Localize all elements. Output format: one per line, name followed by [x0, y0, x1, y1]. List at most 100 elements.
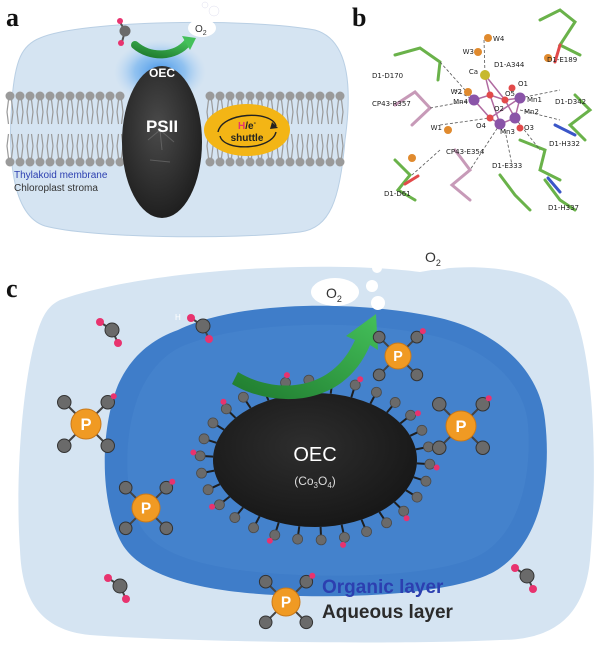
surface-ligand — [405, 489, 423, 503]
water-extra — [544, 54, 552, 62]
shuttle-cycle-arrow — [217, 114, 277, 148]
surface-ligand — [416, 458, 440, 471]
surface-ligand — [399, 409, 421, 425]
structure-label: D1-E333 — [492, 162, 522, 170]
o2-label-top: O2 — [425, 249, 441, 268]
phosphorus-label: P — [141, 501, 151, 518]
o-atom — [486, 91, 494, 99]
phosphate-molecule: P — [432, 395, 492, 455]
surface-ligand — [413, 475, 432, 487]
surface-ligand — [360, 519, 372, 538]
green-arrow-c — [232, 314, 378, 400]
o-atom — [501, 96, 509, 104]
structure-label: CP43-R357 — [372, 100, 411, 108]
structure-label: O4 — [476, 122, 487, 130]
lipid-molecule — [85, 91, 95, 167]
structure-label: D1-A344 — [494, 61, 525, 69]
oec-surface-ligands — [190, 372, 440, 548]
lipid-molecule — [325, 91, 335, 167]
structure-label: W2 — [451, 88, 462, 96]
surface-ligand — [190, 449, 214, 462]
hydrogen-label: H — [175, 313, 181, 322]
o2-bubble-c — [311, 278, 359, 306]
structure-label: Mn3 — [500, 128, 515, 136]
water-w2 — [464, 88, 472, 96]
lipid-molecule — [115, 91, 125, 167]
surface-ligand — [378, 511, 392, 529]
lipid-molecule — [305, 91, 315, 167]
structure-label: O3 — [524, 124, 534, 132]
surface-ligand — [369, 386, 382, 405]
water-molecule — [117, 18, 131, 46]
surface-ligand — [266, 522, 281, 544]
structure-label: O2 — [494, 105, 504, 113]
surface-ligand — [315, 526, 327, 546]
lipid-molecule — [65, 91, 75, 167]
lipid-molecule — [75, 91, 85, 167]
water-w3 — [474, 48, 482, 56]
oec-particle — [213, 393, 417, 527]
protein-sticks — [393, 8, 593, 212]
lipid-molecule — [295, 91, 305, 167]
surface-ligand — [202, 483, 221, 496]
mn4-atom — [468, 94, 480, 106]
structure-label: D1-H332 — [549, 140, 580, 148]
surface-ligand — [229, 506, 244, 523]
ca-atom — [480, 70, 490, 80]
surface-ligand — [409, 424, 428, 437]
lipid-molecule — [285, 91, 295, 167]
structure-label: O1 — [518, 80, 528, 88]
surface-ligand — [209, 495, 231, 511]
structure-label: W1 — [431, 124, 442, 132]
water-molecule — [104, 574, 130, 603]
o2-bubble-top — [412, 242, 460, 270]
lipid-molecule — [25, 91, 35, 167]
o-atom — [486, 114, 494, 122]
phosphorus-label: P — [80, 416, 91, 434]
bubble — [407, 239, 417, 249]
panel-b-letter: b — [352, 3, 366, 32]
psii-complex — [122, 66, 202, 218]
bubble — [208, 5, 220, 17]
surface-ligand — [349, 376, 364, 398]
panel-c-letter: c — [6, 274, 18, 303]
water-molecule — [511, 564, 537, 593]
structure-label: Mn2 — [524, 108, 539, 116]
phosphate-molecule: P — [372, 328, 426, 382]
organic-layer-label: Organic layer — [322, 577, 444, 598]
structure-label: W4 — [493, 35, 505, 43]
bubble — [366, 280, 378, 292]
panel-b: b — [352, 3, 593, 212]
psii-label: PSII — [146, 117, 178, 136]
surface-ligand — [196, 467, 215, 479]
water-molecule — [96, 318, 122, 347]
lipid-molecule — [95, 91, 105, 167]
structure-label: D1-D170 — [372, 72, 403, 80]
lipid-molecule — [55, 91, 65, 167]
surface-ligand — [238, 391, 252, 409]
phosphorus-label: P — [455, 418, 466, 436]
surface-ligand — [207, 417, 225, 431]
bubble — [372, 263, 382, 273]
o2-label-c: O2 — [326, 285, 342, 304]
aqueous-layer-label: Aqueous layer — [322, 602, 454, 623]
o2-bubble-a — [188, 19, 216, 37]
surface-ligand — [220, 398, 237, 419]
h-bond-dashes — [411, 39, 561, 176]
surface-ligand — [386, 397, 401, 414]
green-arrow-a-head — [182, 36, 196, 50]
mn1-atom — [514, 92, 526, 104]
structure-label: Mn4 — [453, 98, 468, 106]
lipid-molecule — [45, 91, 55, 167]
lipid-molecule — [105, 91, 115, 167]
surface-ligand — [393, 501, 410, 522]
phosphate-molecule: P — [118, 478, 176, 536]
surface-ligand — [292, 526, 304, 545]
surface-ligand — [198, 433, 217, 445]
chloroplast-stroma-label: Chloroplast stroma — [14, 183, 98, 194]
structure-label: D1-D61 — [384, 190, 411, 198]
mn3-atom — [494, 118, 506, 130]
